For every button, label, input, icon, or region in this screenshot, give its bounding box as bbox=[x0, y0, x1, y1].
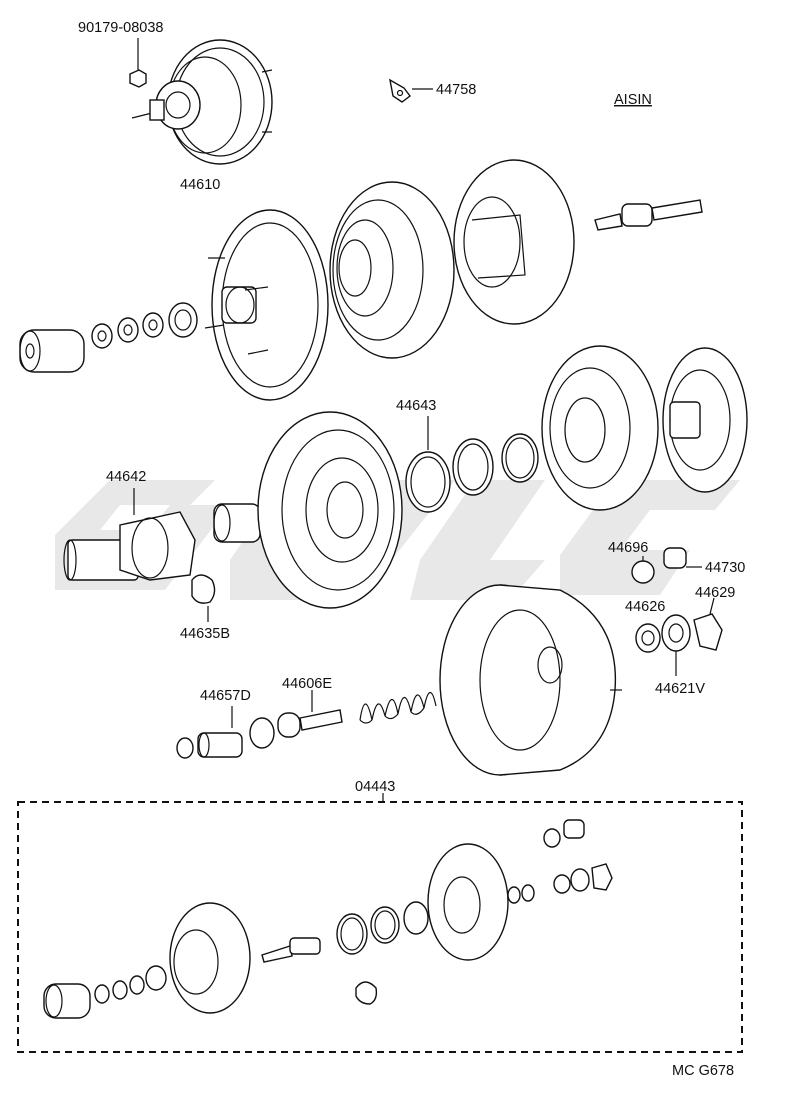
rear-shell bbox=[204, 209, 329, 401]
callout-44635B: 44635B bbox=[180, 626, 230, 642]
callout-44629: 44629 bbox=[695, 585, 735, 601]
figure-code: MC G678 bbox=[672, 1063, 734, 1079]
callout-90179-08038: 90179-08038 bbox=[78, 20, 163, 36]
small-parts-right bbox=[631, 547, 723, 676]
callout-44696: 44696 bbox=[608, 540, 648, 556]
valve-body-44642 bbox=[63, 488, 196, 581]
callout-44621V: 44621V bbox=[655, 681, 705, 697]
push-rod bbox=[594, 199, 703, 231]
retainer-44635B bbox=[191, 574, 216, 622]
callout-44758: 44758 bbox=[436, 82, 476, 98]
nut-90179-08038 bbox=[129, 38, 147, 88]
return-spring bbox=[359, 691, 437, 724]
diaphragm-upper bbox=[329, 181, 455, 359]
callout-44642: 44642 bbox=[106, 469, 146, 485]
front-shell bbox=[257, 411, 403, 609]
callout-44730: 44730 bbox=[705, 560, 745, 576]
booster-assembly-44610 bbox=[131, 39, 273, 165]
diaphragm-plate-upper bbox=[453, 159, 575, 325]
callout-44606E: 44606E bbox=[282, 676, 332, 692]
brand-aisin: AISIN bbox=[614, 92, 652, 108]
diaphragm-plate-lower bbox=[662, 347, 748, 493]
callout-04443: 04443 bbox=[355, 779, 395, 795]
valve-cup bbox=[213, 503, 261, 543]
callout-44626: 44626 bbox=[625, 599, 665, 615]
kit-04443-frame bbox=[17, 793, 743, 1053]
rod-44606E bbox=[277, 690, 343, 738]
clip-44758 bbox=[389, 78, 433, 103]
callout-labels: 90179-08038 44610 44758 AISIN 44643 4464… bbox=[78, 20, 745, 1079]
seal-rings-44643 bbox=[405, 416, 539, 513]
kit-04443-contents bbox=[43, 819, 613, 1019]
callout-44643: 44643 bbox=[396, 398, 436, 414]
callout-44657D: 44657D bbox=[200, 688, 251, 704]
diaphragm-lower bbox=[541, 345, 659, 511]
booster-housing bbox=[439, 584, 622, 776]
seal-kit-small-parts-upper bbox=[19, 302, 198, 373]
callout-44610: 44610 bbox=[180, 177, 220, 193]
piston-44657D bbox=[176, 706, 275, 759]
